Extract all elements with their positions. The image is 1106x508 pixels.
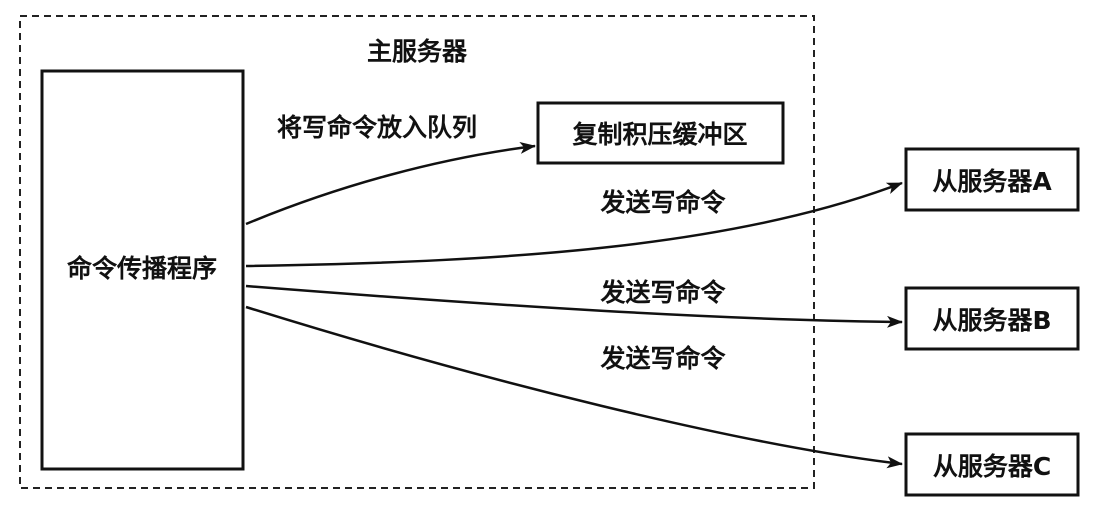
- send-arrow-a: [245, 181, 903, 268]
- command-propagator-label: 命令传播程序: [67, 254, 217, 283]
- replication-backlog-label: 复制积压缓冲区: [572, 120, 747, 149]
- send-label-a: 发送写命令: [599, 188, 726, 217]
- master-server-boundary: [19, 15, 815, 489]
- send-arrow-b: [245, 284, 903, 328]
- send-label-b: 发送写命令: [599, 278, 726, 307]
- enqueue-label: 将写命令放入队列: [277, 113, 477, 142]
- command-propagator-box: [40, 69, 245, 471]
- send-arrow-c: [245, 305, 903, 469]
- send-label-c: 发送写命令: [599, 344, 726, 373]
- slave-server-a-label: 从服务器A: [932, 167, 1052, 196]
- slave-server-b-box: [904, 286, 1080, 351]
- slave-server-a-box: [904, 147, 1080, 212]
- slave-server-c-box: [904, 432, 1080, 497]
- slave-server-c-label: 从服务器C: [933, 452, 1051, 481]
- slave-server-b-label: 从服务器B: [932, 306, 1051, 335]
- enqueue-arrow: [245, 141, 536, 226]
- master-server-title: 主服务器: [367, 37, 468, 66]
- replication-backlog-box: [536, 101, 785, 165]
